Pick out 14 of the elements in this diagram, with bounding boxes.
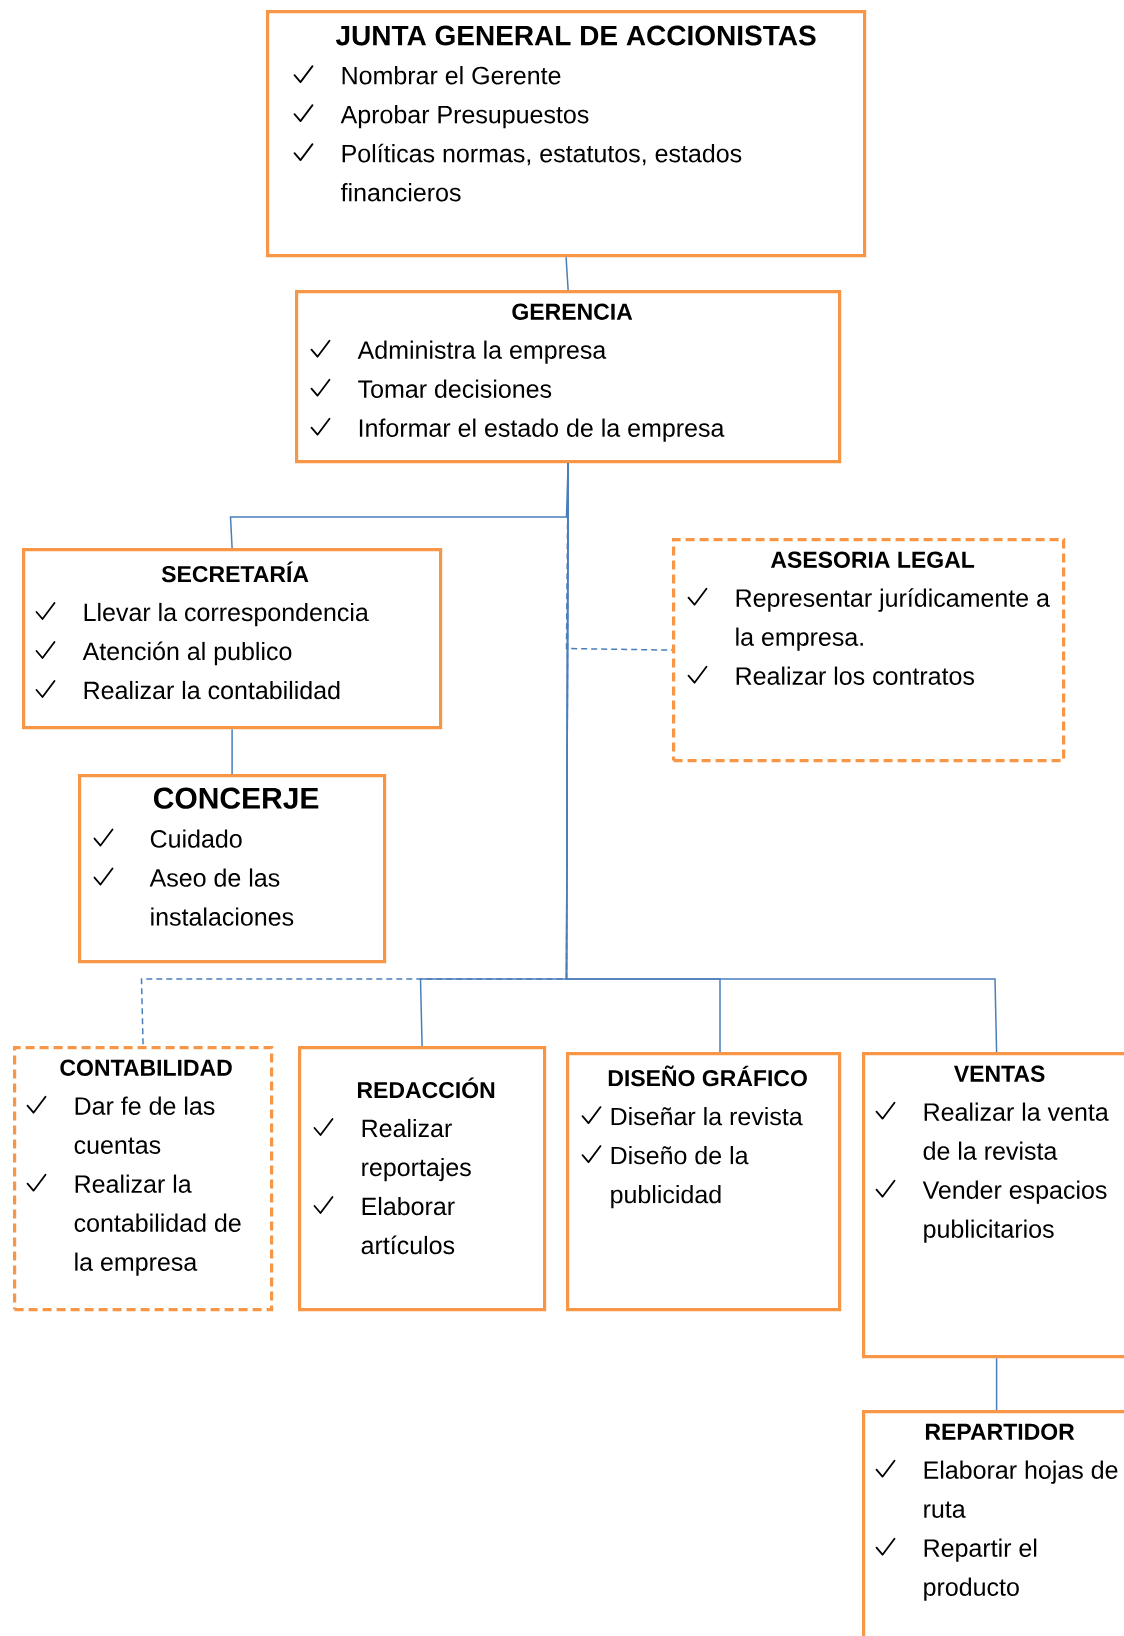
- org-box: CONTABILIDAD Dar fe de las cuentas Realizar la contabilidad de la empresa: [13, 1046, 274, 1312]
- org-box: REDACCIÓN Realizar reportajes Elaborar artículos: [298, 1046, 547, 1312]
- org-box: SECRETARÍA Llevar la correspondencia Atención al publico Realizar la contabilidad: [22, 548, 443, 730]
- connector-line: [995, 1357, 998, 1411]
- connector-line: [565, 256, 569, 291]
- org-box: ASESORIA LEGAL Representar jurídicamente a la empresa. Realizar los contratos: [672, 538, 1066, 763]
- org-box: REPARTIDOR Elaborar hojas de ruta Repartir el producto: [862, 1410, 1124, 1636]
- org-box: JUNTA GENERAL DE ACCIONISTAS Nombrar el Gerente Aprobar Presupuestos Políticas normas, estatutos, estados financieros: [266, 10, 867, 258]
- org-box: CONCERJE Cuidado Aseo de las instalaciones: [78, 774, 387, 964]
- connector-line: [231, 728, 233, 775]
- org-box: DISEÑO GRÁFICO Diseñar la revista Diseño de la publicidad: [566, 1052, 842, 1312]
- org-box: GERENCIA Administra la empresa Tomar decisiones Informar el estado de la empresa: [295, 290, 842, 464]
- org-box: VENTAS Realizar la venta de la revista Vender espacios publicitarios: [862, 1052, 1124, 1359]
- connector-line: [565, 462, 998, 1053]
